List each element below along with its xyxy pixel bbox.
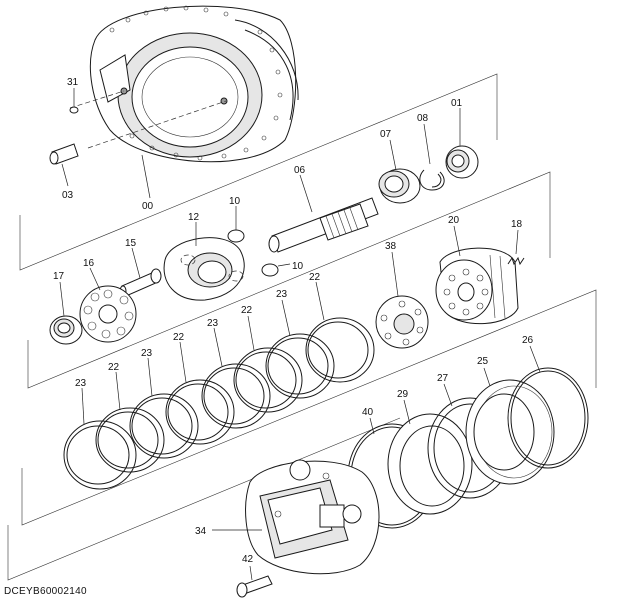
part-label: 26 [522,335,534,346]
part-label: 31 [67,77,79,88]
spring-part-18 [507,256,525,266]
part-label: 16 [83,258,95,269]
dowel-part-03 [49,143,79,165]
part-label: 01 [451,98,463,109]
part-label: 40 [362,407,374,418]
part-label: 15 [125,238,137,249]
part-label: 22 [173,332,185,343]
valve-plate-part-38 [375,295,429,349]
part-label: 38 [385,241,397,252]
part-label: 23 [207,318,219,329]
part-label: 22 [108,362,120,373]
shaft-part-06 [268,197,379,253]
part-label: 08 [417,113,429,124]
bushing-part-17 [49,315,83,345]
part-label: 10 [229,196,241,207]
pin-part-15 [119,268,162,297]
part-label: 29 [397,389,409,400]
part-label: 18 [511,219,523,230]
friction-plates [63,317,375,490]
oil-seal-part-01 [445,145,479,179]
part-label: 25 [477,356,489,367]
part-label: 00 [142,201,154,212]
part-label: 12 [188,212,200,223]
swash-plate-part-12 [163,237,245,301]
part-label: 34 [195,526,207,537]
part-label: 17 [53,271,65,282]
part-labels: 31 03 00 07 08 01 06 10 12 15 10 17 16 2… [53,77,534,565]
plug-part-10-lower [261,263,279,277]
part-label: 22 [309,272,321,283]
o-ring-part-26 [507,367,589,469]
snap-ring-part-08 [419,169,445,191]
part-label: 42 [242,554,254,565]
part-label: 03 [62,190,74,201]
cylinder-block-part-20 [435,247,519,325]
part-label: 06 [294,165,306,176]
retainer-plate-part-16 [79,285,137,343]
pin-part-31 [69,106,79,114]
part-label: 20 [448,215,460,226]
plug-part-10-upper [227,229,245,243]
bolt-part-42 [236,575,273,598]
cover-part-34 [245,459,380,575]
part-label: 23 [141,348,153,359]
part-label: 23 [276,289,288,300]
piston-part-25 [465,379,555,485]
part-label: 22 [241,305,253,316]
leader-lines [59,88,541,581]
part-label: 10 [292,261,304,272]
part-label: 07 [380,129,392,140]
part-label: 23 [75,378,87,389]
part-label: 27 [437,373,449,384]
document-code: DCEYB60002140 [4,586,87,597]
housing-part [69,5,299,163]
bearing-part-07 [378,168,421,204]
